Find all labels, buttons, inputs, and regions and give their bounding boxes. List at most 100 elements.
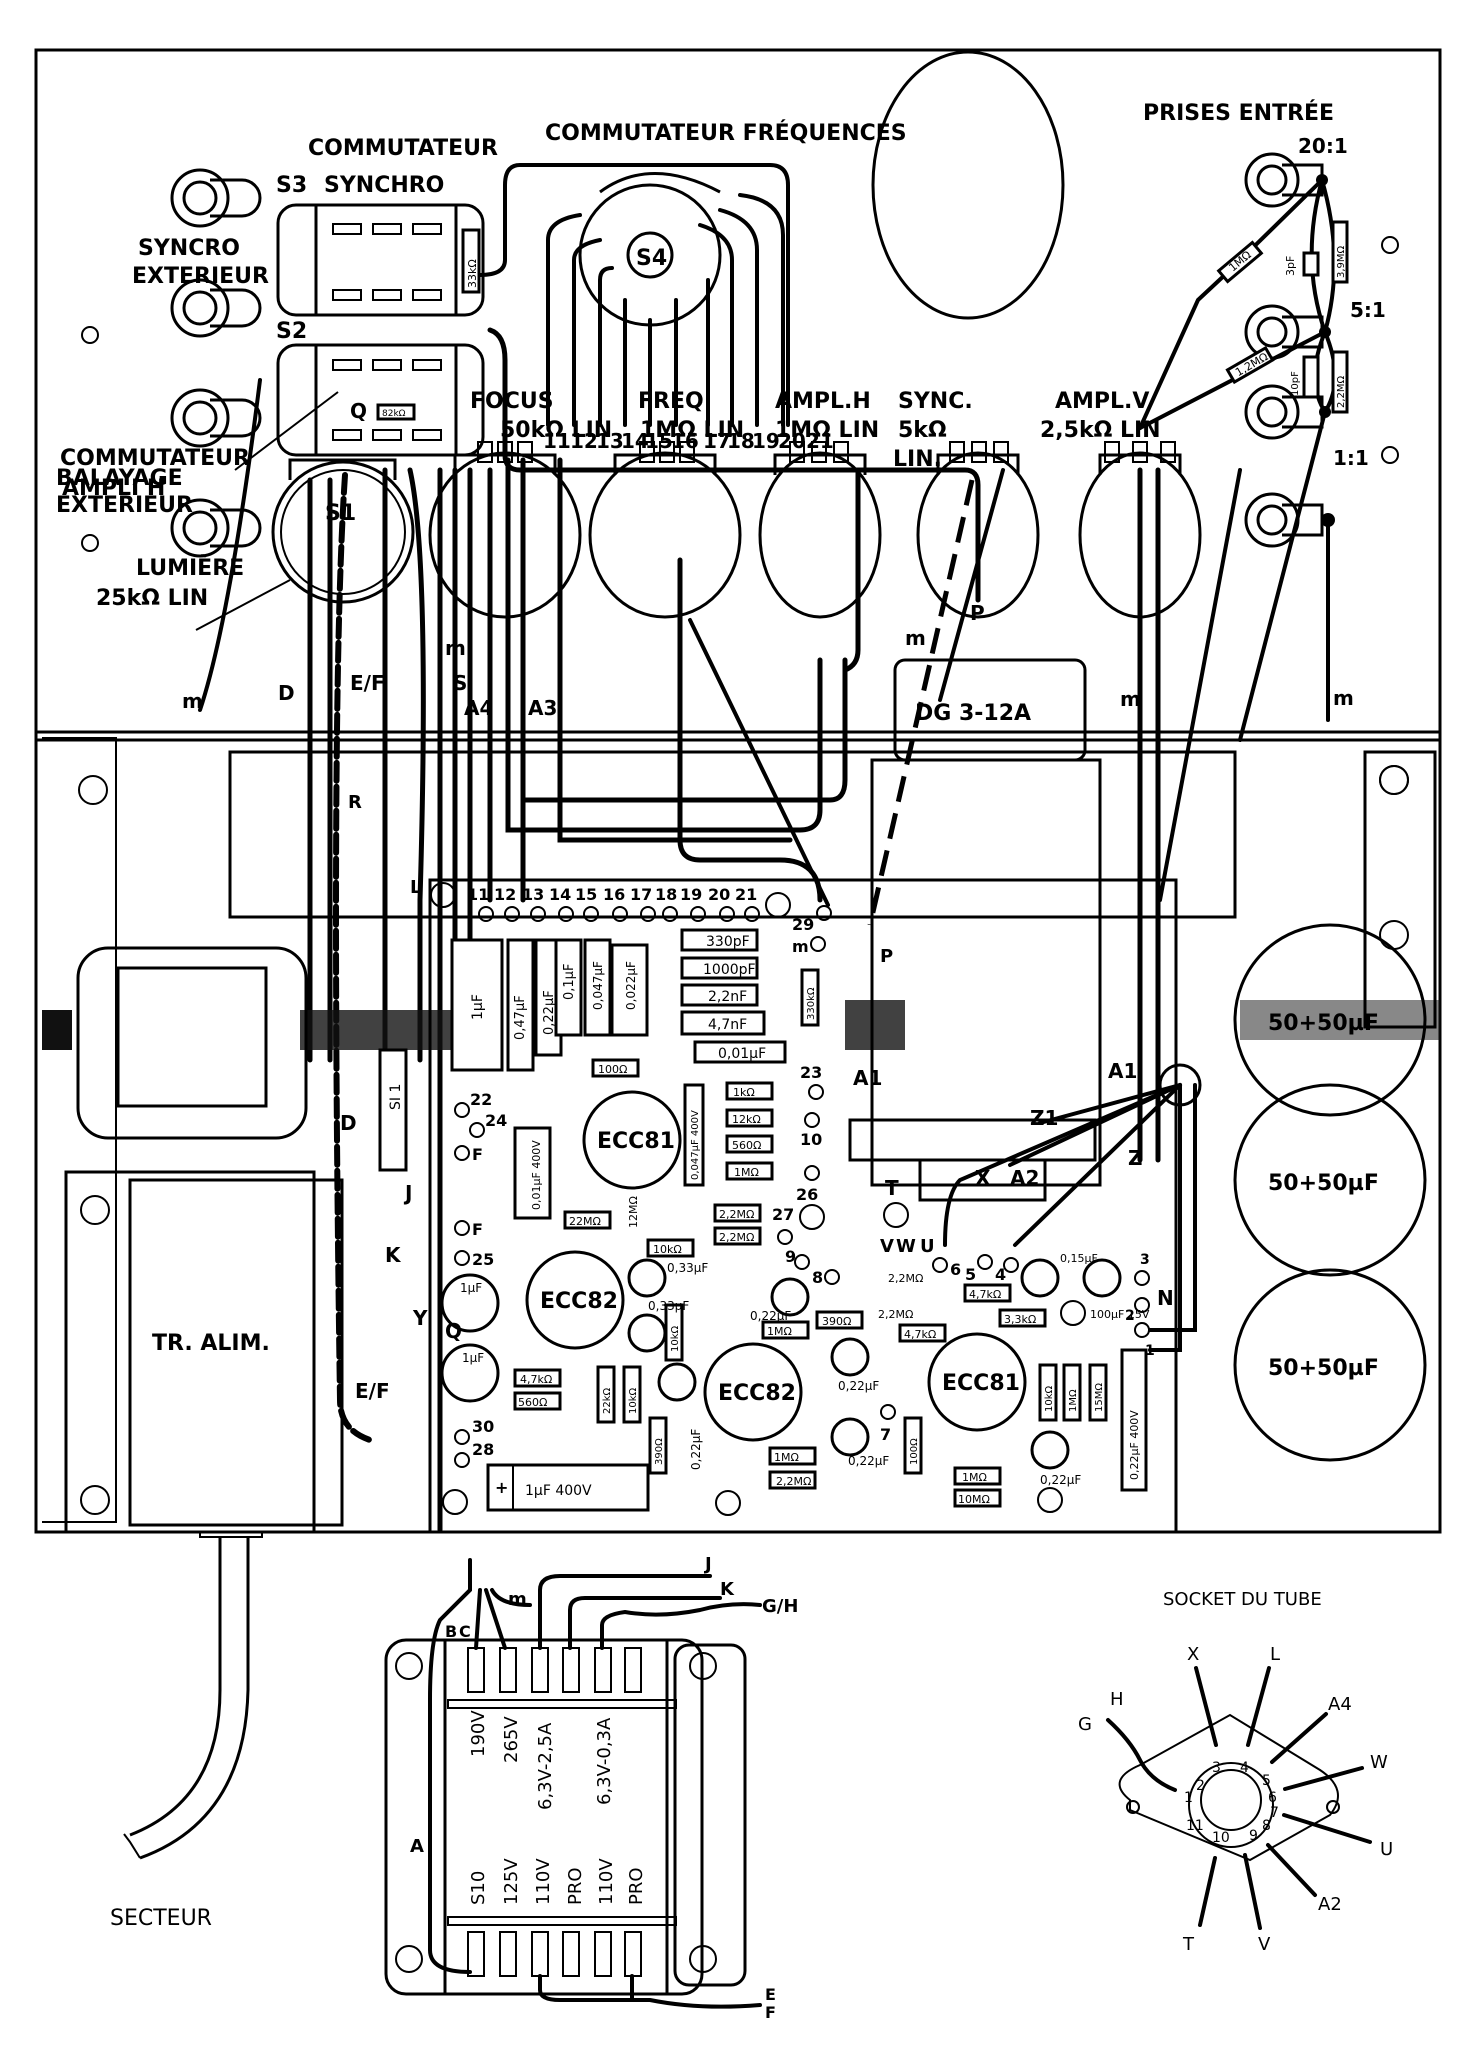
label-pot-ampl-v-name: AMPL.V	[1055, 389, 1149, 414]
pcb-terminal-label: 21	[735, 885, 757, 904]
cap-label: 0,22µF	[1040, 1473, 1081, 1487]
socket-pin-label: 7	[1270, 1805, 1279, 1821]
jack-sync-ext-hot	[170, 168, 262, 228]
wire-label-m4: m	[1333, 686, 1354, 710]
label-pot-focus-value: 50kΩ LIN	[500, 418, 612, 443]
resistor-label: 2,2MΩ	[878, 1308, 913, 1321]
tap-265v: 265V	[501, 1716, 522, 1763]
label-pot-freq-name: FREQ.	[638, 389, 712, 414]
pcb-top-terminals	[478, 906, 760, 922]
label-pot-freq-value: 1MΩ LIN	[640, 418, 744, 443]
label-pot-lumiere-value: 25kΩ LIN	[96, 586, 208, 611]
resistor-label: 10kΩ	[1044, 1385, 1055, 1412]
pcb: 11 12 13 14 15 16 17 18 19 20 21 22 24 F…	[428, 878, 1178, 1534]
tube-socket	[1106, 1666, 1372, 1930]
pcb-terminal-label: 29	[792, 915, 814, 934]
pointer-arrow	[234, 391, 339, 471]
crt-body	[870, 758, 1102, 1187]
tap-pro: PRO	[565, 1867, 586, 1905]
wire-label-k: K	[720, 1579, 735, 1600]
s4-terminal: 11	[543, 429, 571, 453]
pcb-terminal-label: 23	[800, 1063, 822, 1082]
resistor-label: 390Ω	[654, 1438, 665, 1465]
socket-lead-label: A2	[1318, 1894, 1342, 1915]
input-jack-5-1	[1244, 304, 1324, 360]
wire-label-ef: E/F	[350, 671, 385, 695]
cap-label: 0,33µF	[667, 1261, 708, 1275]
jack-sweep-ext-ground	[170, 498, 262, 558]
resistor-label: 330kΩ	[806, 987, 817, 1020]
resistor-label: 10kΩ	[653, 1243, 682, 1256]
tap-190v: 190V	[468, 1710, 489, 1757]
resistor-label: 1MΩ	[767, 1325, 792, 1338]
resistor-label: 22kΩ	[602, 1387, 613, 1414]
cap-label: 0,22µF	[689, 1429, 703, 1470]
chassis-label-k: K	[385, 1243, 402, 1267]
label-pot-sync-value: 5kΩ	[898, 418, 947, 443]
label-sweep-ext-1: BALAYAGE	[56, 466, 183, 491]
pcb-terminal-label: 5	[965, 1265, 976, 1284]
cap-label: 1µF 400V	[525, 1483, 592, 1499]
socket-lead-label: A4	[1328, 1694, 1352, 1715]
tap-pro-2: PRO	[626, 1867, 647, 1905]
label-sweep-ext-2: EXTERIEUR	[56, 493, 193, 518]
crt-label-a1-right: A1	[1108, 1059, 1137, 1083]
resistor-label: 1kΩ	[733, 1086, 755, 1099]
crt-window	[871, 50, 1065, 320]
cap-label: 4,7nF	[708, 1017, 747, 1033]
socket-pin-label: 1	[1184, 1790, 1193, 1806]
resistor-label: 10kΩ	[628, 1387, 639, 1414]
resistor-s3: 33kΩ	[466, 259, 479, 288]
label-pot-sync-value2: LIN.	[893, 447, 942, 472]
chassis-label-ef: E/F	[355, 1379, 390, 1403]
resistor-label: 12kΩ	[732, 1113, 761, 1126]
socket-pin-label: 11	[1186, 1818, 1204, 1834]
pcb-terminal-label: 25	[472, 1250, 494, 1269]
chassis-outline	[34, 730, 1442, 1534]
chassis-label-d: D	[340, 1111, 357, 1135]
socket-pin-label: 5	[1262, 1773, 1271, 1789]
panel-hole	[81, 534, 99, 552]
chassis-label-j: J	[403, 1181, 412, 1205]
pcb-terminal-label: m	[792, 937, 809, 956]
socket-lead-label: G	[1078, 1714, 1092, 1735]
panel-hole	[1381, 446, 1399, 464]
tube-ecc82-1-label: ECC82	[540, 1289, 618, 1314]
label-s4-ref: S4	[636, 246, 667, 271]
chassis-label-q: Q	[445, 1319, 462, 1343]
filter-cap-1-label: 50+50µF	[1268, 1011, 1379, 1036]
cap-label: 0,47µF	[513, 995, 528, 1040]
pcb-terminal-label: 8	[812, 1268, 823, 1287]
socket-lead-label: L	[1270, 1644, 1280, 1665]
cap-label: 0,01µF 400V	[530, 1140, 543, 1210]
crt-label-t: T	[885, 1176, 899, 1200]
cap-label: 0,047µF	[591, 961, 605, 1010]
pcb-terminal-label: 6	[950, 1260, 961, 1279]
resistor-label: 3,3kΩ	[1004, 1313, 1036, 1326]
resistor-label: 2,2MΩ	[719, 1231, 754, 1244]
label-sync-ext-2: EXTERIEUR	[132, 264, 269, 289]
resistor-label: 4,7kΩ	[904, 1328, 936, 1341]
harness-wires	[198, 378, 1242, 1533]
resistor-82k	[376, 403, 416, 421]
front-panel-outline	[34, 48, 1442, 742]
switch-s3: 33kΩ	[276, 203, 485, 317]
crt-label-a1-left: A1	[853, 1066, 882, 1090]
cap-3p: 3pF	[1284, 256, 1297, 276]
wire-label-q: Q	[350, 399, 367, 423]
pcb-terminal-label: 3	[1140, 1252, 1150, 1268]
label-ratio-1-1: 1:1	[1333, 446, 1369, 470]
cap-label: 0,01µF	[718, 1046, 766, 1062]
s4-terminal: 13	[596, 429, 624, 453]
socket-pin-label: 2	[1196, 1778, 1205, 1794]
pcb-terminal-label: 4	[995, 1265, 1006, 1284]
crt-label-z: Z	[1128, 1146, 1143, 1170]
pcb-terminal-label: 19	[680, 885, 702, 904]
pcb-terminal-label: 26	[796, 1185, 818, 1204]
cap-label: 0,22µF	[542, 990, 557, 1035]
pcb-terminal-label: F	[472, 1145, 483, 1164]
s4-terminal: 18	[727, 429, 755, 453]
pcb-terminal-label: 2	[1125, 1308, 1135, 1324]
resistor-label: 22MΩ	[569, 1215, 601, 1228]
resistor-label: 10kΩ	[670, 1325, 681, 1352]
